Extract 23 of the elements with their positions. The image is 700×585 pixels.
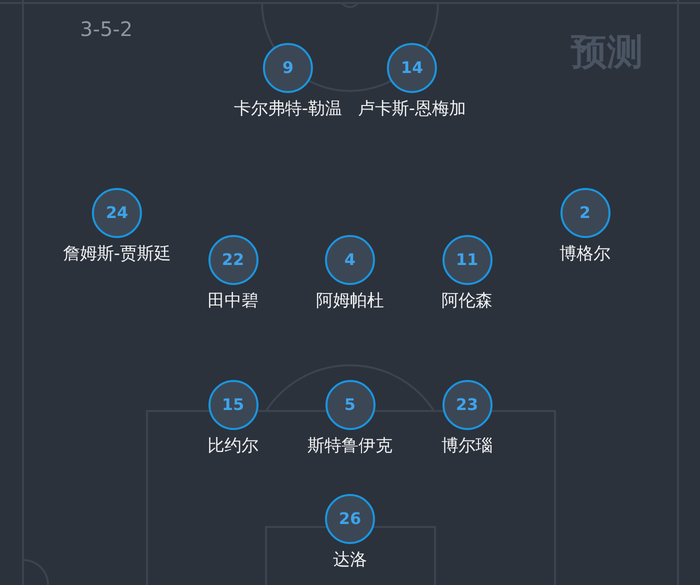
jersey-number-circle: 23: [442, 380, 492, 430]
jersey-number-circle: 4: [325, 234, 375, 284]
jersey-number-circle: 5: [325, 380, 375, 430]
jersey-number-circle: 26: [325, 494, 375, 544]
player-name: 阿伦森: [442, 290, 492, 312]
player-name: 比约尔: [208, 434, 258, 456]
jersey-number-circle: 11: [442, 234, 492, 284]
player-name: 博格尔: [560, 242, 610, 264]
player-name: 斯特鲁伊克: [308, 434, 392, 456]
player-name: 博尔瑙: [442, 434, 492, 456]
jersey-number-circle: 9: [263, 42, 313, 92]
player-name: 阿姆帕杜: [316, 290, 384, 312]
jersey-number-circle: 24: [92, 188, 142, 238]
player-name: 卡尔弗特-勒温: [234, 98, 342, 120]
jersey-number-circle: 15: [208, 380, 258, 430]
player-name: 詹姆斯-贾斯廷: [62, 242, 172, 264]
jersey-number-circle: 2: [560, 188, 610, 238]
jersey-number-circle: 22: [208, 234, 258, 284]
jersey-number-circle: 14: [387, 42, 437, 92]
player-name: 卢卡斯-恩梅加: [358, 98, 466, 120]
player-name: 田中碧: [208, 290, 258, 312]
player-name: 达洛: [333, 548, 367, 570]
formation-text: 3-5-2: [80, 17, 133, 41]
